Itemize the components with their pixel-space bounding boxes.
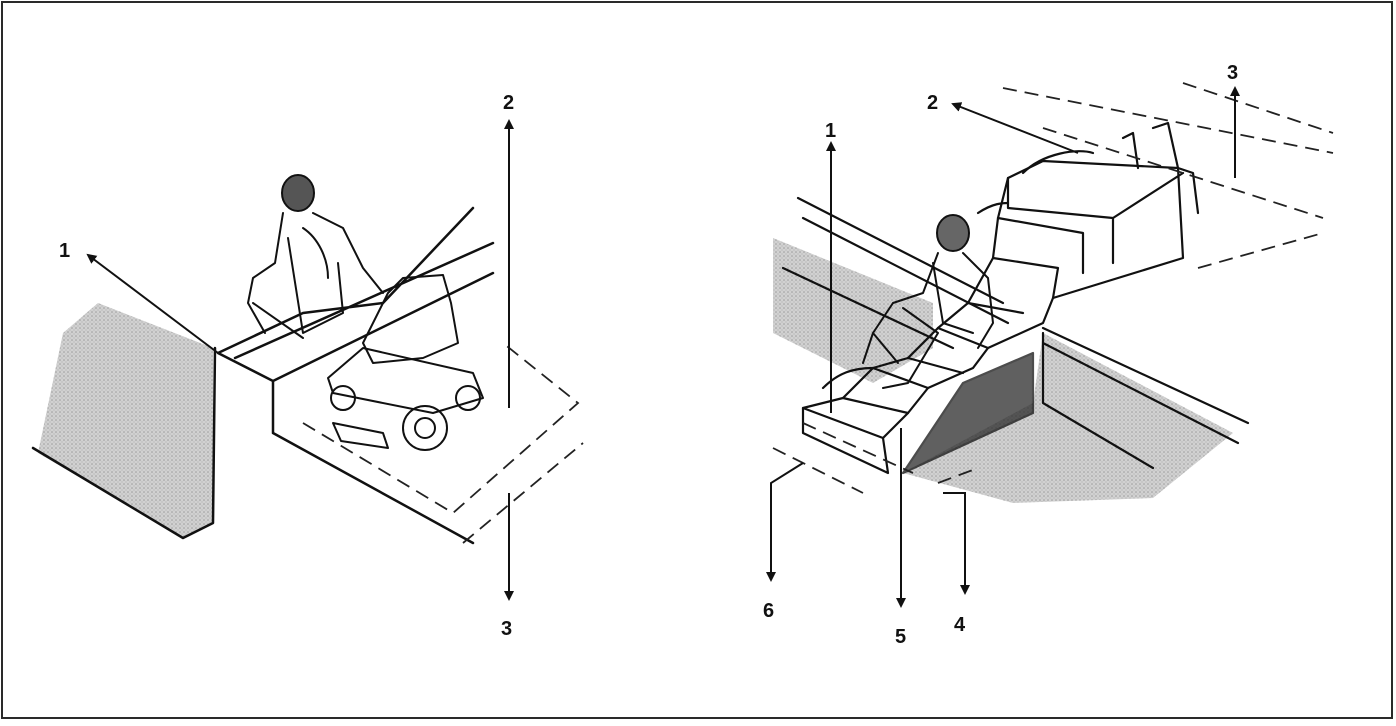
- wheelchair-figure: [327, 274, 484, 451]
- left-pool-shade: [38, 303, 213, 538]
- right-arrow-6: [766, 462, 804, 582]
- transfer-steps: [801, 159, 1185, 475]
- left-label-1: 1: [59, 240, 70, 262]
- right-label-5: 5: [895, 626, 906, 648]
- right-arrow-4: [943, 492, 970, 595]
- right-pool-edges: [781, 196, 1250, 470]
- left-arrow-1: [86, 253, 219, 354]
- man-on-steps-figure: [862, 214, 994, 389]
- left-transfer-bench: [216, 206, 495, 545]
- diagram-canvas: 1 2 3: [31, 62, 1334, 648]
- right-label-2: 2: [927, 92, 938, 114]
- left-pool-wall: [31, 346, 217, 540]
- left-clear-floor-dashed: [302, 342, 584, 544]
- right-dashed-deck: [772, 82, 1334, 494]
- right-pool-shade-left: [773, 238, 933, 383]
- seated-person-figure: [247, 174, 384, 339]
- right-arrow-2: [951, 102, 1079, 154]
- right-label-1: 1: [825, 120, 836, 142]
- right-label-4: 4: [954, 614, 966, 636]
- handrails: [821, 121, 1200, 390]
- right-label-3: 3: [1227, 62, 1238, 84]
- right-label-6: 6: [763, 600, 774, 622]
- left-panel: 1 2 3: [31, 92, 584, 640]
- left-label-2: 2: [503, 92, 514, 114]
- left-label-3: 3: [501, 618, 512, 640]
- right-panel: 1 2 3 4 5 6: [763, 62, 1334, 648]
